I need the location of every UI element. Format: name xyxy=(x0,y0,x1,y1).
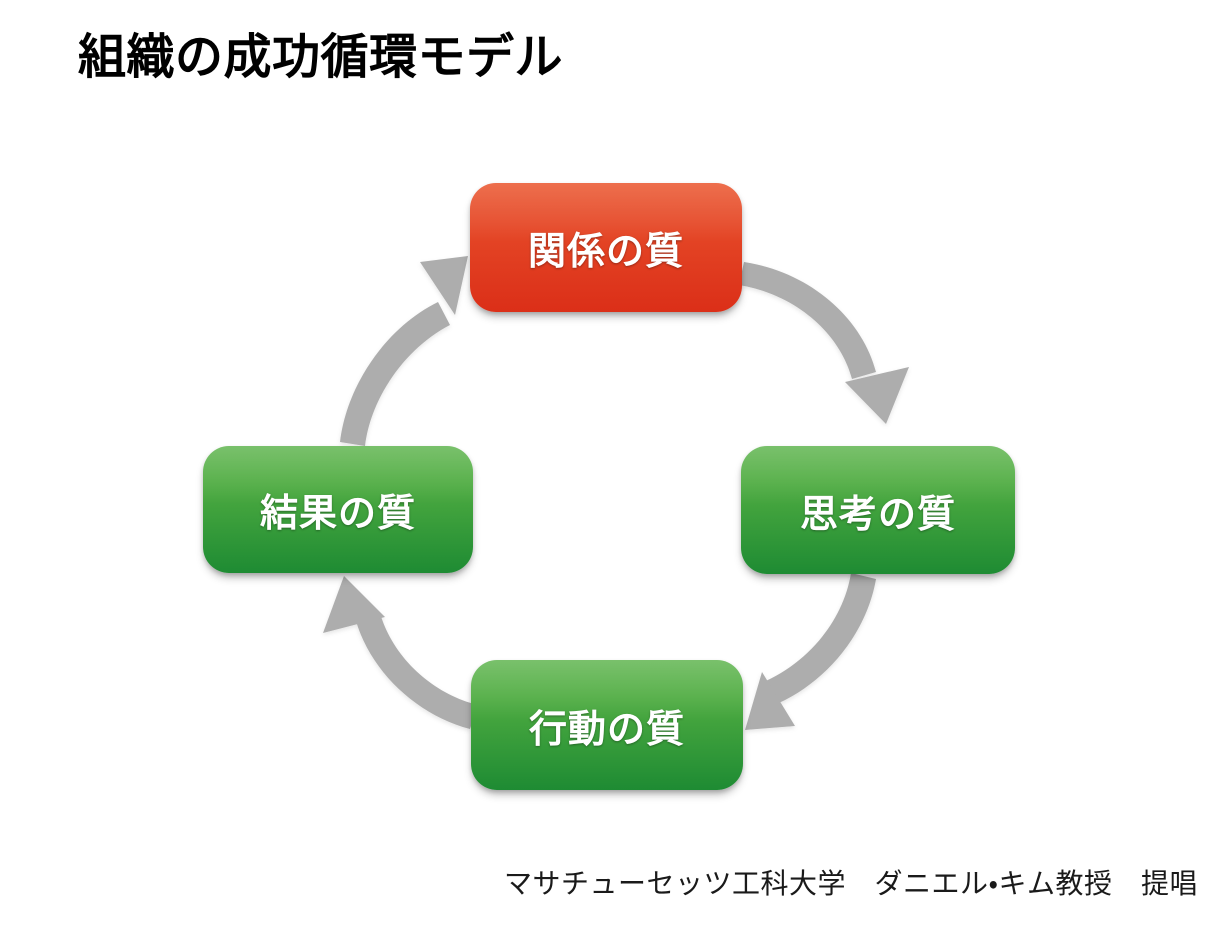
cycle-node-label: 行動の質 xyxy=(528,708,685,751)
cycle-node-relationship[interactable]: 関係の質 xyxy=(470,183,742,312)
cycle-node-action[interactable]: 行動の質 xyxy=(471,660,743,790)
arrow-relationship-to-thinking xyxy=(739,262,909,424)
cycle-node-result[interactable]: 結果の質 xyxy=(203,446,473,573)
arrow-thinking-to-action xyxy=(745,573,876,730)
cycle-node-thinking[interactable]: 思考の質 xyxy=(741,446,1015,574)
attribution-caption: マサチューセッツ工科大学 ダニエル・キム教授 提唱 xyxy=(504,868,1199,899)
cycle-node-label: 思考の質 xyxy=(799,493,956,536)
arrow-result-to-relationship xyxy=(340,256,468,446)
cycle-node-label: 結果の質 xyxy=(259,493,416,535)
cycle-node-label: 関係の質 xyxy=(527,231,684,273)
page-title: 組織の成功循環モデル xyxy=(78,31,564,84)
arrow-action-to-result xyxy=(323,576,478,729)
